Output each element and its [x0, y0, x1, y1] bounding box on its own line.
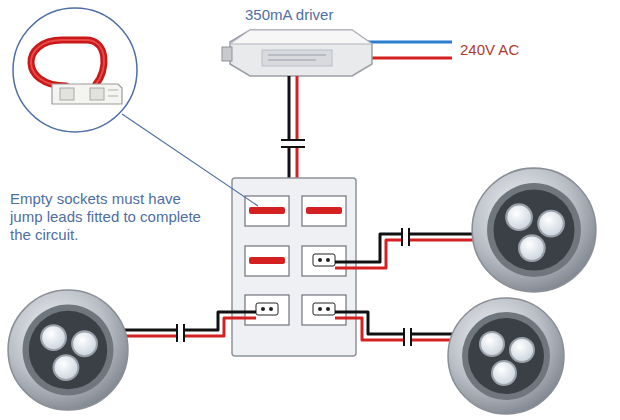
component-label: 350mA driver — [245, 6, 385, 24]
live-wire — [362, 57, 452, 60]
led-driver — [222, 30, 372, 76]
jump-lead-callout — [13, 8, 137, 132]
led-downlight — [8, 290, 128, 410]
led-downlight — [472, 168, 596, 292]
note-text: Empty sockets must have jump leads fitte… — [10, 190, 210, 244]
plug-connector — [279, 139, 307, 148]
driver-output-wires — [289, 76, 297, 178]
led-downlight — [448, 298, 564, 414]
plug-connectors — [176, 227, 412, 347]
neutral-wire — [360, 41, 452, 44]
supply-label: 240V AC — [460, 41, 580, 59]
light-wires — [122, 234, 480, 340]
